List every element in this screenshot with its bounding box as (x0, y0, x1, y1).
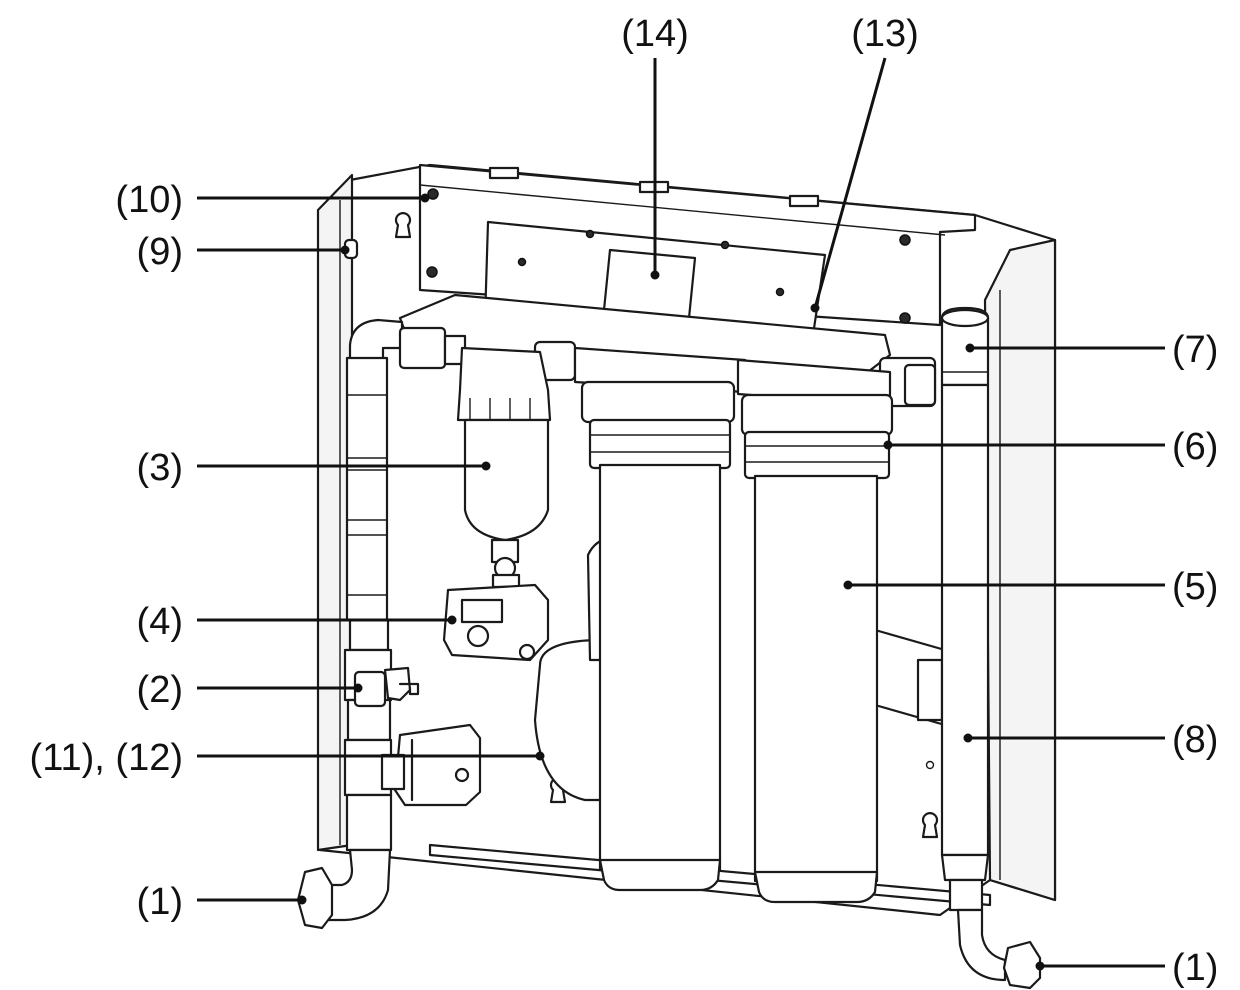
callout-1-right: (1) (1172, 947, 1218, 989)
leader-lines (197, 57, 1165, 971)
screw-icon (427, 188, 439, 200)
callout-9: (9) (137, 231, 183, 273)
right-side-wall (983, 238, 1057, 902)
callout-10: (10) (115, 179, 183, 221)
callout-3: (3) (137, 447, 183, 489)
callout-2: (2) (137, 669, 183, 711)
sensor-module (442, 573, 550, 662)
callout-4: (4) (137, 601, 183, 643)
bypass-hose (533, 638, 607, 802)
filter-clamp-ring (743, 430, 891, 480)
callout-8: (8) (1172, 719, 1218, 761)
unit-drawing (296, 163, 1057, 990)
right-vertical-tube (940, 306, 1007, 982)
outlet-connection-nut (1002, 940, 1042, 990)
callout-labels: (14) (13) (10) (9) (7) (6) (3) (5) (4) (… (30, 13, 1219, 989)
callout-14: (14) (621, 13, 689, 55)
left-filter-housing (573, 346, 747, 892)
right-filter-housing (736, 358, 894, 904)
callout-5: (5) (1172, 566, 1218, 608)
callout-11-12: (11), (12) (30, 737, 183, 779)
callout-13: (13) (851, 13, 919, 55)
motorized-valve-actuator (380, 723, 482, 807)
keyhole-slot-icon (394, 212, 412, 239)
callout-6: (6) (1172, 426, 1218, 468)
callout-7: (7) (1172, 329, 1218, 371)
callout-1-left: (1) (137, 881, 183, 923)
inlet-connection-nut (296, 866, 334, 930)
pre-filter (456, 346, 552, 580)
inlet-pipe (323, 318, 404, 922)
